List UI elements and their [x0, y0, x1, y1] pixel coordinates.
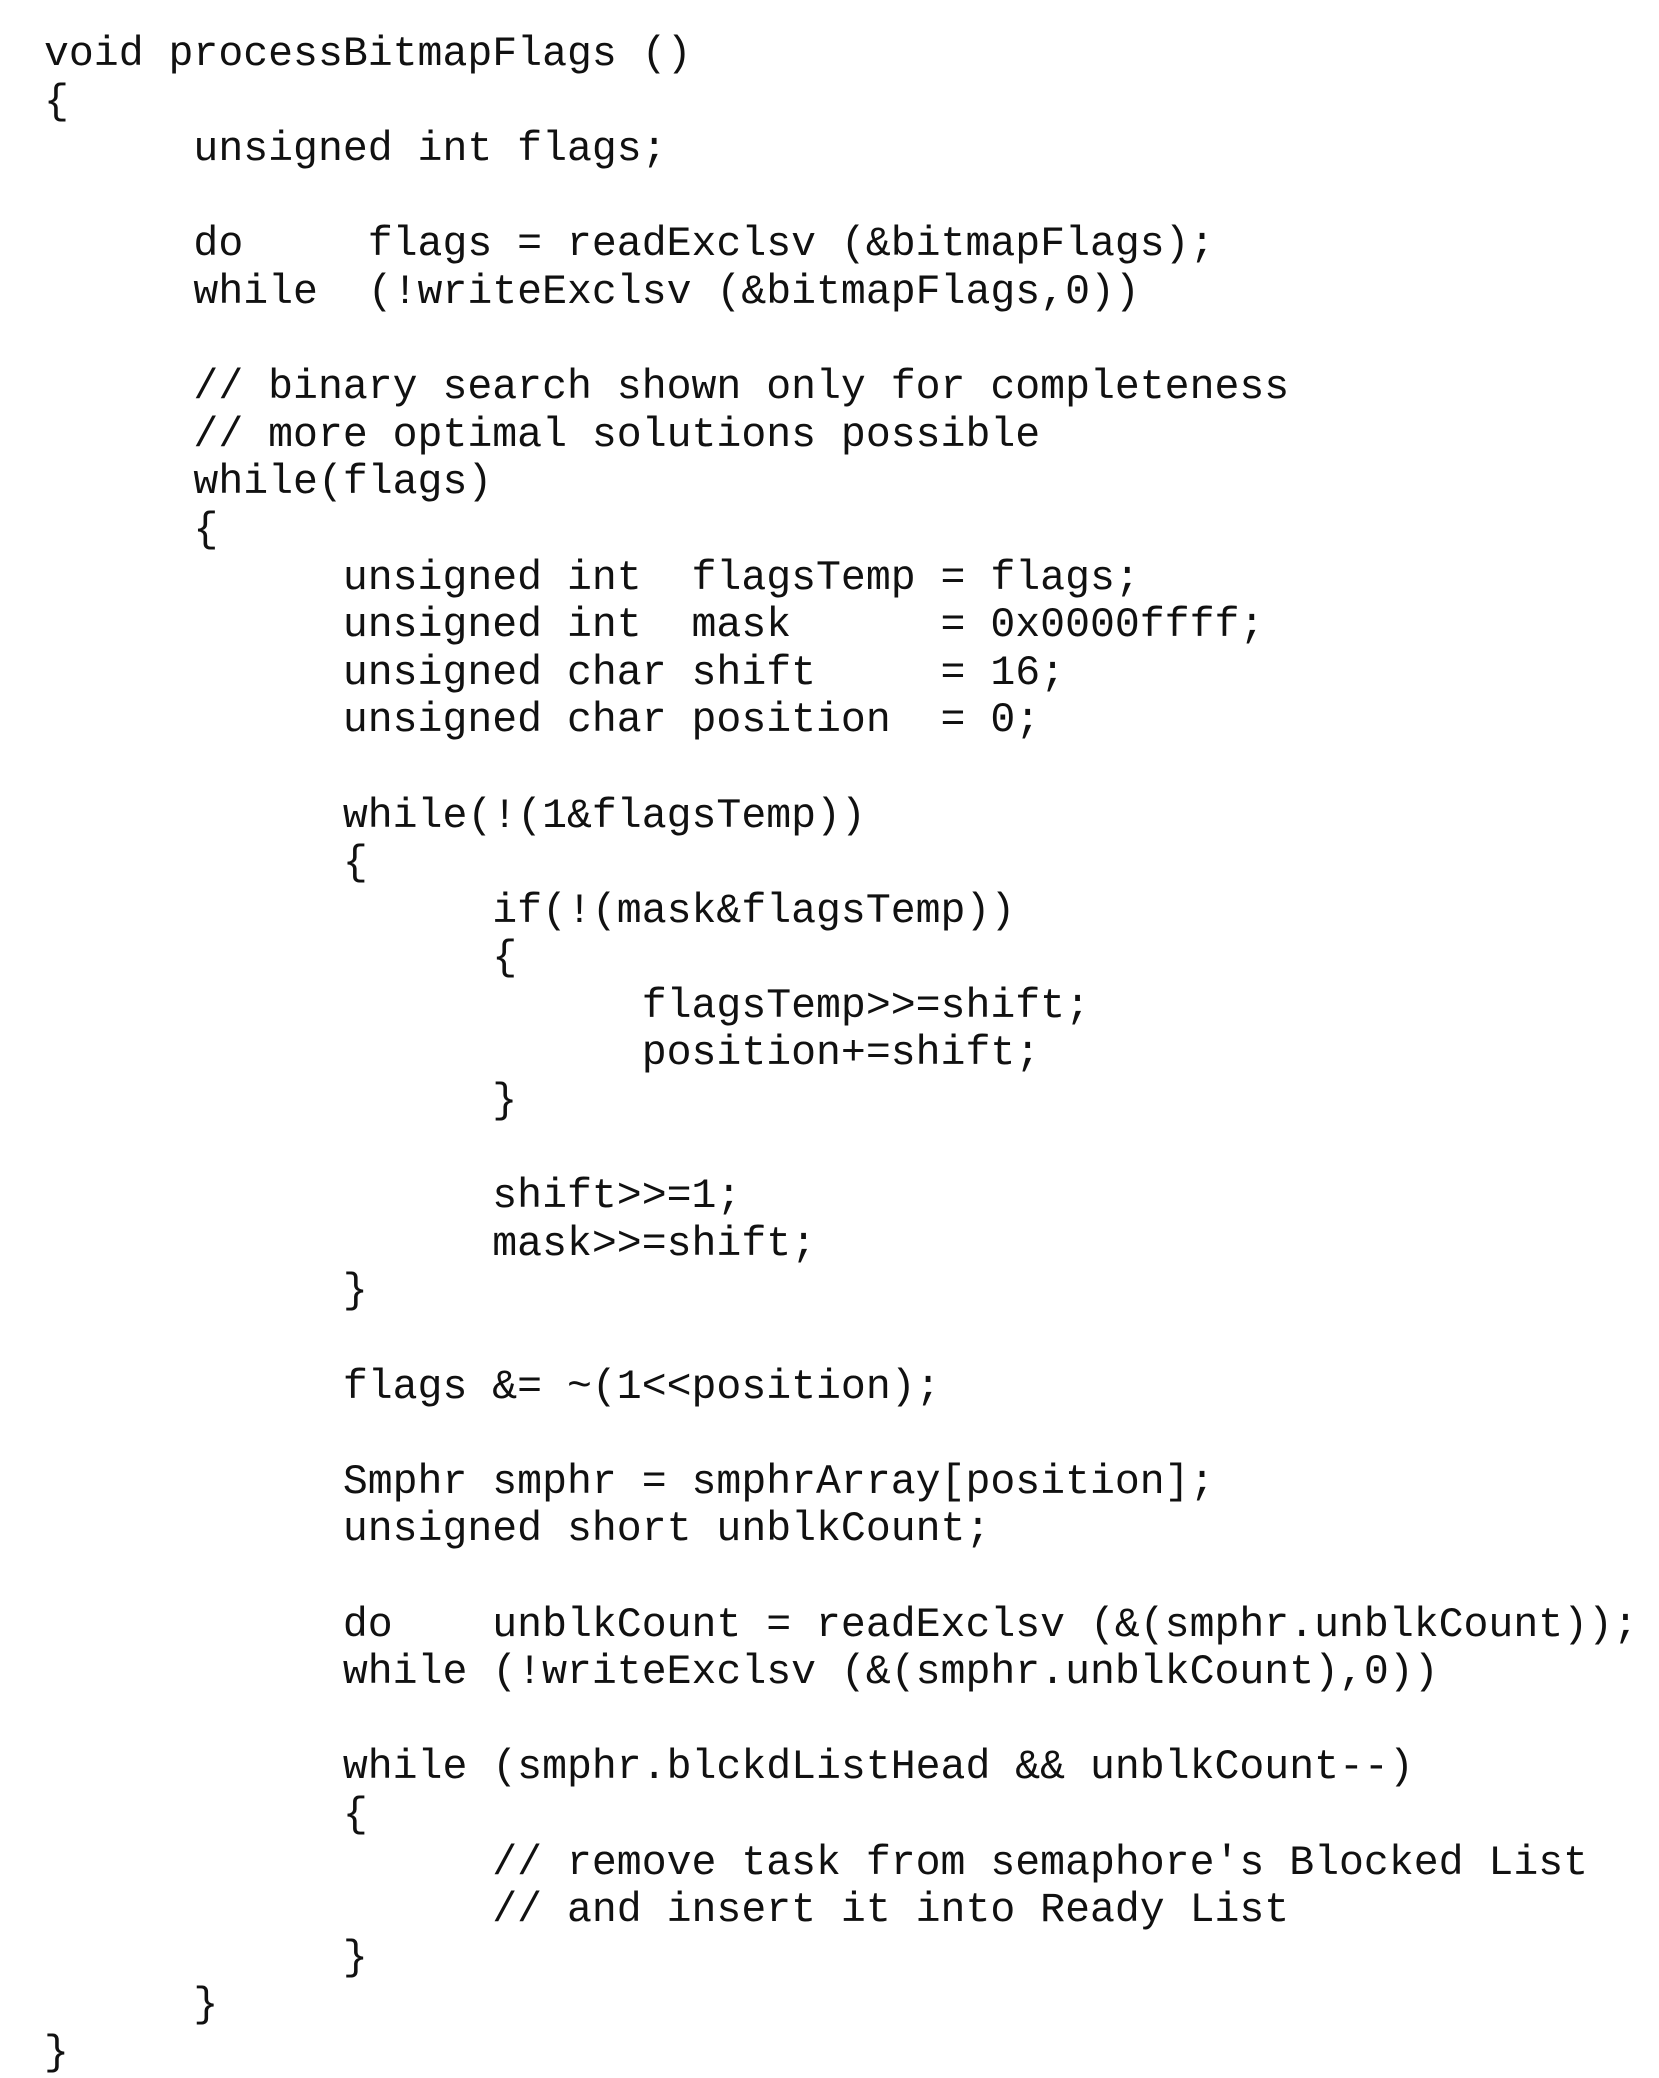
code-line: unsigned char position = 0;: [44, 697, 1041, 745]
code-line: shift>>=1;: [44, 1173, 742, 1221]
code-line: flags &= ~(1<<position);: [44, 1363, 941, 1411]
code-line: mask>>=shift;: [44, 1220, 817, 1268]
code-line: position+=shift;: [44, 1030, 1041, 1078]
code-line: [44, 317, 1644, 365]
code-line: }: [44, 1268, 368, 1316]
code-line: }: [44, 2029, 69, 2077]
code-line: unsigned int flags;: [44, 126, 667, 174]
code-line: }: [44, 1934, 368, 1982]
code-line: [44, 174, 1644, 222]
code-line: unsigned int mask = 0x0000ffff;: [44, 602, 1265, 650]
code-line: {: [44, 506, 219, 554]
code-line: {: [44, 935, 518, 983]
code-line: // binary search shown only for complete…: [44, 364, 1290, 412]
code-line: [44, 1126, 1644, 1174]
code-line: [44, 1554, 1644, 1602]
code-line: while(flags): [44, 459, 493, 507]
code-line: {: [44, 78, 69, 126]
code-line: [44, 1411, 1644, 1459]
code-line: // remove task from semaphore's Blocked …: [44, 1839, 1589, 1887]
code-line: do flags = readExclsv (&bitmapFlags);: [44, 221, 1215, 269]
code-line: {: [44, 1791, 368, 1839]
code-line: while (smphr.blckdListHead && unblkCount…: [44, 1744, 1414, 1792]
code-line: {: [44, 840, 368, 888]
code-line: [44, 1697, 1644, 1745]
code-line: unsigned int flagsTemp = flags;: [44, 554, 1140, 602]
code-line: // more optimal solutions possible: [44, 411, 1041, 459]
code-line: }: [44, 1982, 219, 2030]
code-line: [44, 745, 1644, 793]
code-line: do unblkCount = readExclsv (&(smphr.unbl…: [44, 1601, 1638, 1649]
code-listing: void processBitmapFlags () { unsigned in…: [44, 31, 1644, 2078]
code-line: void processBitmapFlags (): [44, 31, 692, 78]
code-line: if(!(mask&flagsTemp)): [44, 887, 1016, 935]
code-line: }: [44, 1078, 518, 1126]
code-line: unsigned short unblkCount;: [44, 1506, 991, 1554]
code-line: Smphr smphr = smphrArray[position];: [44, 1458, 1215, 1506]
code-line: [44, 1316, 1644, 1364]
code-line: flagsTemp>>=shift;: [44, 982, 1090, 1030]
code-line: while(!(1&flagsTemp)): [44, 792, 866, 840]
code-line: unsigned char shift = 16;: [44, 649, 1066, 697]
code-line: while (!writeExclsv (&bitmapFlags,0)): [44, 268, 1140, 316]
code-line: while (!writeExclsv (&(smphr.unblkCount)…: [44, 1649, 1439, 1697]
code-line: // and insert it into Ready List: [44, 1887, 1290, 1935]
